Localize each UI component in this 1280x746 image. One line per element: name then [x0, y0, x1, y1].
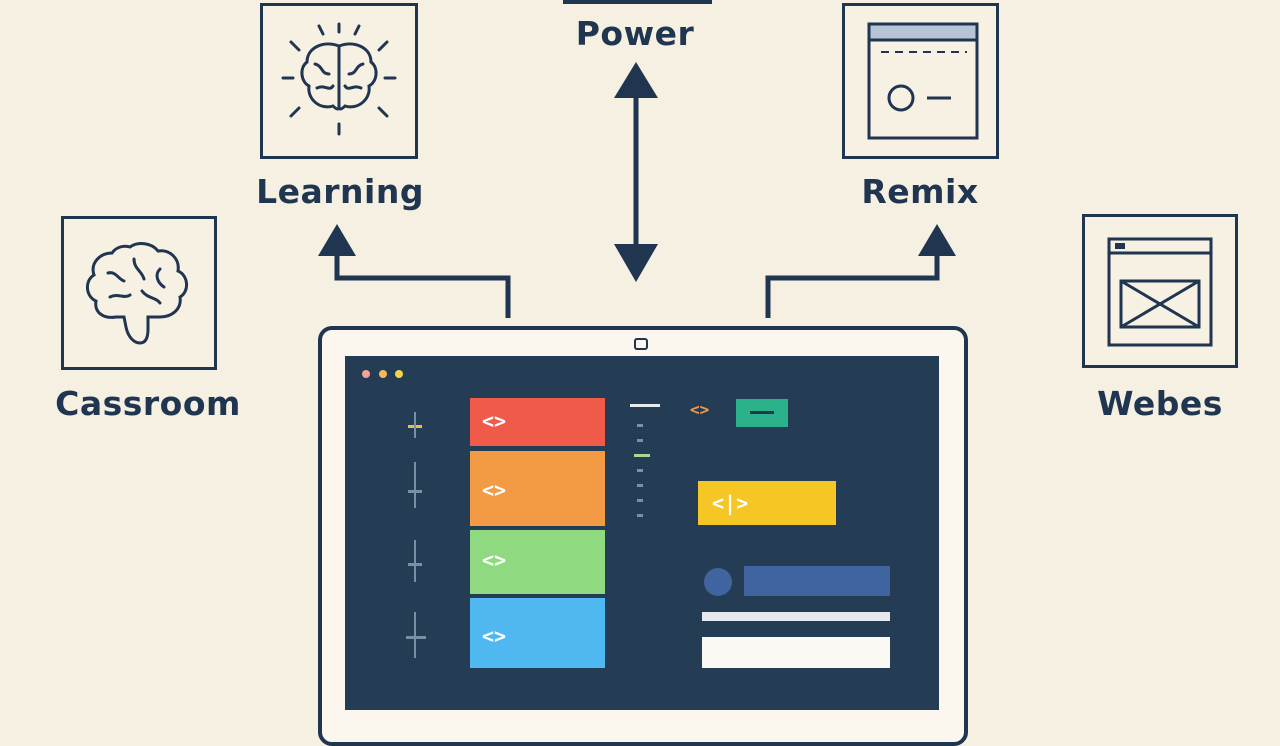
gutter-mark-3 — [408, 563, 422, 566]
remix-tile[interactable] — [842, 3, 999, 159]
code-glyph: <> — [482, 624, 507, 648]
connector-arrows — [318, 0, 956, 318]
power-arrow-head-up — [614, 62, 658, 98]
webes-tile[interactable] — [1082, 214, 1238, 368]
column-dash-highlight — [634, 454, 650, 457]
remix-arrow-line — [765, 252, 940, 318]
gutter-mark-2 — [408, 490, 422, 493]
code-block-blue[interactable]: <> — [470, 598, 605, 668]
name-bar — [744, 566, 890, 596]
code-glyph: <> — [482, 548, 507, 572]
brain-icon — [86, 242, 188, 345]
node-label-remix: Remix — [861, 172, 979, 211]
yellow-code-button[interactable]: <|> — [698, 481, 836, 525]
input-field[interactable] — [702, 637, 890, 668]
column-dash — [637, 514, 643, 517]
code-glyph: <> — [482, 478, 507, 502]
column-dash — [637, 439, 643, 442]
gutter-line-3 — [414, 540, 416, 582]
code-block-green[interactable]: <> — [470, 530, 605, 594]
webcam — [634, 338, 648, 350]
node-label-learning: Learning — [256, 172, 424, 211]
node-label-webes: Webes — [1097, 384, 1223, 423]
window-dot-2 — [379, 370, 387, 378]
window-dot-1 — [362, 370, 370, 378]
code-block-orange[interactable]: <> — [470, 451, 605, 526]
brain-rays-icon — [281, 22, 397, 136]
web-layout-icon — [1107, 237, 1213, 347]
column-dash — [637, 469, 643, 472]
remix-arrow-head — [918, 224, 956, 256]
code-glyph-alt: <|> — [712, 491, 749, 515]
text-line — [702, 612, 890, 621]
browser-window-icon — [867, 22, 979, 140]
classroom-tile[interactable] — [61, 216, 217, 370]
node-label-power: Power — [575, 14, 695, 53]
avatar-circle — [704, 568, 732, 596]
code-tag-orange: <> — [690, 400, 710, 419]
column-dash — [637, 484, 643, 487]
gutter-line-1 — [414, 412, 416, 438]
gutter-line-2 — [414, 462, 416, 508]
learning-arrow-line — [334, 252, 511, 318]
code-glyph: <> — [482, 409, 507, 433]
learning-tile[interactable] — [260, 3, 418, 159]
column-dash — [637, 424, 643, 427]
gutter-line-4 — [414, 612, 416, 658]
teal-chip[interactable] — [736, 399, 788, 427]
power-arrow-head-down — [614, 244, 658, 282]
code-block-red[interactable]: <> — [470, 398, 605, 446]
window-dot-3 — [395, 370, 403, 378]
gutter-mark-4 — [406, 636, 426, 639]
teal-chip-line — [750, 411, 774, 414]
column-dash — [637, 499, 643, 502]
column-heading-line — [630, 404, 660, 407]
learning-arrow-head — [318, 224, 356, 256]
node-label-classroom: Cassroom — [55, 384, 241, 423]
